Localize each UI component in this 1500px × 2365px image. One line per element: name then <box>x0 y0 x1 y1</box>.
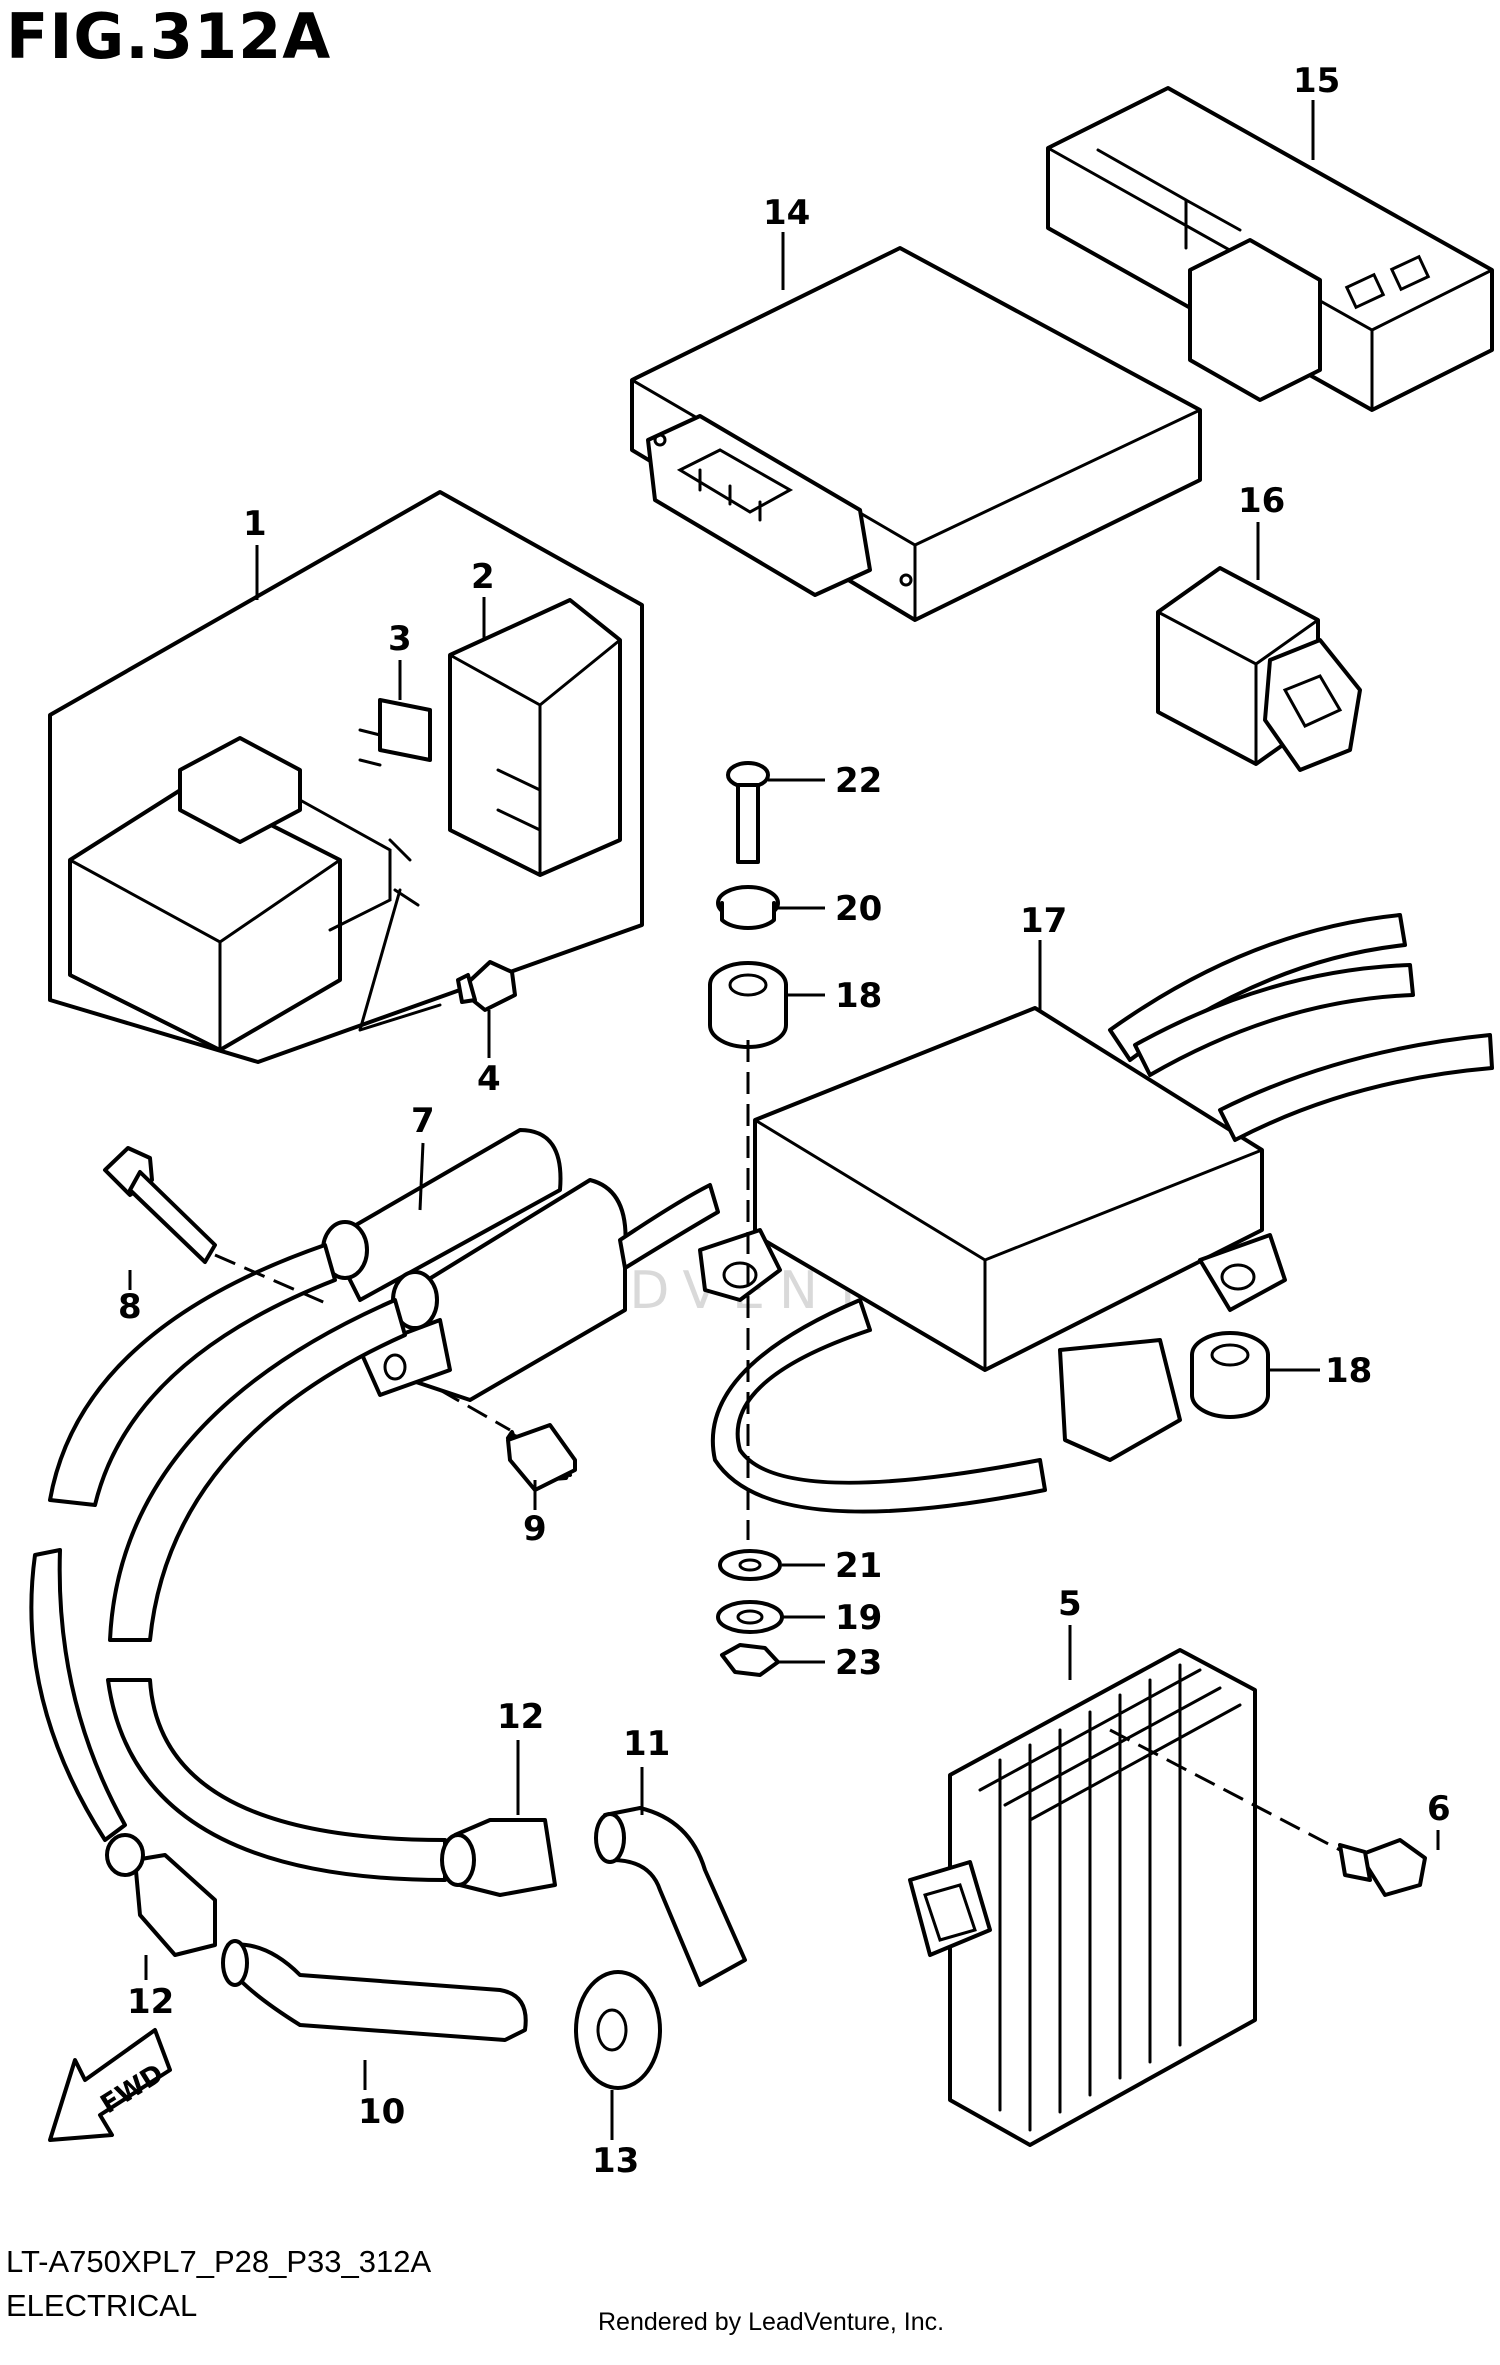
callout-18-lower: 18 <box>1325 1351 1372 1391</box>
callout-4: 4 <box>477 1059 501 1099</box>
callout-5: 5 <box>1058 1584 1082 1624</box>
part-5-regulator-rectifier <box>908 1648 1257 2147</box>
callout-6: 6 <box>1427 1789 1451 1829</box>
callout-21: 21 <box>835 1546 882 1586</box>
part-22-bolt <box>726 761 770 864</box>
part-15-cover <box>1046 86 1494 412</box>
callout-1: 1 <box>243 504 267 544</box>
fwd-arrow-icon: FWD <box>48 2028 172 2142</box>
part-7-ignition-coil <box>321 1128 720 1402</box>
part-11-plug-boot <box>594 1806 747 1987</box>
rendered-by-credit: Rendered by LeadVenture, Inc. <box>598 2308 945 2336</box>
callout-10: 10 <box>358 2092 405 2132</box>
callout-8: 8 <box>118 1287 142 1327</box>
callout-23: 23 <box>835 1643 882 1683</box>
part-14-ecm <box>630 246 1202 622</box>
callout-18-upper: 18 <box>835 976 882 1016</box>
callout-19: 19 <box>835 1598 882 1638</box>
part-16-relay <box>1156 566 1362 772</box>
callout-14: 14 <box>763 193 810 233</box>
callout-12-upper: 12 <box>497 1697 544 1737</box>
part-18-grommet-upper <box>708 961 788 1049</box>
high-tension-leads <box>29 1243 447 1882</box>
callout-7: 7 <box>411 1101 435 1141</box>
callout-2: 2 <box>471 557 495 597</box>
callout-15: 15 <box>1293 61 1340 101</box>
part-12-plug-cap-lower <box>105 1833 217 1957</box>
callout-12-lower: 12 <box>127 1982 174 2022</box>
callout-3: 3 <box>388 619 412 659</box>
callout-20: 20 <box>835 889 882 929</box>
section-name: ELECTRICAL <box>6 2288 198 2323</box>
callout-22: 22 <box>835 761 882 801</box>
callout-16: 16 <box>1238 481 1285 521</box>
figure-title: FIG.312A <box>6 0 332 73</box>
part-10-plug-lead <box>221 1939 528 2042</box>
callout-17: 17 <box>1020 901 1067 941</box>
part-8-bolt <box>103 1146 217 1264</box>
part-4-bolt <box>456 960 517 1012</box>
callout-9: 9 <box>523 1509 547 1549</box>
part-6-bolt <box>1338 1838 1427 1897</box>
callout-13: 13 <box>592 2141 639 2181</box>
callout-11: 11 <box>623 1724 670 1764</box>
leader-lines <box>128 100 1440 2140</box>
callout-labels: 1 2 3 4 5 6 7 8 9 10 11 12 12 13 14 15 1… <box>118 61 1451 2181</box>
part-20-collar <box>716 885 780 931</box>
part-18-grommet-lower <box>1190 1331 1270 1419</box>
part-23-nut <box>720 1643 780 1677</box>
part-17-control-unit <box>698 913 1494 1514</box>
part-3-fuse <box>358 698 432 767</box>
part-9-collar <box>506 1423 577 1492</box>
part-13-washer <box>574 1970 662 2090</box>
part-21-washer <box>718 1549 782 1581</box>
part-19-washer <box>716 1600 784 1634</box>
part-2-relay-cover <box>448 598 622 877</box>
part-12-plug-cap-upper <box>440 1818 557 1897</box>
model-code: LT-A750XPL7_P28_P33_312A <box>6 2244 432 2279</box>
